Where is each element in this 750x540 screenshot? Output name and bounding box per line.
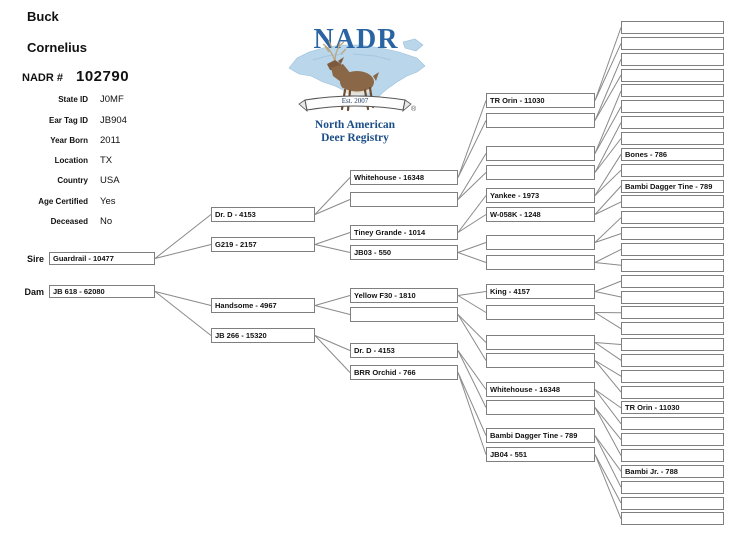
pedigree-node-gen5-26: [621, 433, 724, 447]
pedigree-node-gen4-0: TR Orin - 11030: [486, 93, 595, 108]
info-value-6: No: [100, 216, 113, 227]
pedigree-node-gen5-15: [621, 258, 724, 272]
logo-established: Est. 2007: [342, 97, 369, 105]
pedigree-node-gen4-15: JB04 - 551: [486, 447, 595, 462]
info-value-2: 2011: [100, 135, 121, 146]
pedigree-node-gen5-24: TR Orin - 11030: [621, 401, 724, 415]
pedigree-node-gen2-2: Handsome - 4967: [211, 298, 315, 313]
info-value-3: TX: [100, 155, 113, 166]
info-value-1: JB904: [100, 115, 127, 126]
pedigree-node-gen5-21: [621, 353, 724, 367]
pedigree-node-gen4-10: [486, 335, 595, 350]
pedigree-node-gen4-11: [486, 353, 595, 368]
pedigree-node-gen3-3: JB03 - 550: [350, 245, 458, 260]
pedigree-node-gen2-3: JB 266 - 15320: [211, 328, 315, 343]
pedigree-node-gen4-5: W-058K - 1248: [486, 207, 595, 222]
pedigree-node-gen5-31: [621, 512, 724, 526]
pedigree-node-gen5-28: Bambi Jr. - 788: [621, 464, 724, 478]
pedigree-node-gen4-12: Whitehouse - 16348: [486, 382, 595, 397]
pedigree-node-gen3-4: Yellow F30 - 1810: [350, 288, 458, 303]
pedigree-node-gen3-1: [350, 192, 458, 207]
pedigree-node-gen5-10: Bambi Dagger Tine - 789: [621, 179, 724, 193]
info-value-5: Yes: [100, 196, 116, 207]
pedigree-node-gen5-18: [621, 306, 724, 320]
pedigree-node-gen5-3: [621, 68, 724, 82]
pedigree-node-gen4-2: [486, 146, 595, 161]
logo-name-line2: Deer Registry: [321, 132, 389, 144]
pedigree-node-gen4-13: [486, 400, 595, 415]
pedigree-node-gen5-20: [621, 338, 724, 351]
info-label-2: Year Born: [50, 136, 88, 145]
pedigree-node-gen4-8: King - 4157: [486, 284, 595, 299]
pedigree-node-gen5-30: [621, 496, 724, 510]
logo-name-line1: North American: [315, 119, 396, 131]
pedigree-node-gen5-13: [621, 227, 724, 241]
pedigree-node-gen5-29: [621, 480, 724, 494]
est-ribbon: Est. 2007: [298, 95, 412, 113]
pedigree-node-gen5-8: Bones - 786: [621, 147, 724, 161]
info-label-5: Age Certified: [38, 197, 88, 206]
pedigree-node-gen4-14: Bambi Dagger Tine - 789: [486, 428, 595, 443]
pedigree-node-gen4-4: Yankee - 1973: [486, 188, 595, 203]
info-value-4: USA: [100, 175, 120, 186]
pedigree-node-gen5-6: [621, 116, 724, 130]
pedigree-tag-dam: Dam: [24, 287, 44, 297]
pedigree-node-gen4-9: [486, 305, 595, 320]
pedigree-node-gen1-1: JB 618 - 62080: [49, 285, 155, 298]
pedigree-node-gen5-23: [621, 385, 724, 399]
pedigree-node-gen4-1: [486, 113, 595, 128]
nadr-number-label: NADR #: [22, 72, 63, 84]
pedigree-node-gen3-2: Tiney Grande - 1014: [350, 225, 458, 240]
pedigree-node-gen5-14: [621, 242, 724, 256]
nadr-logo: NADR: [283, 12, 433, 144]
animal-species: Buck: [27, 9, 59, 24]
info-label-3: Location: [54, 156, 88, 165]
pedigree-node-gen4-3: [486, 165, 595, 180]
pedigree-node-gen5-12: [621, 211, 724, 225]
pedigree-node-gen5-0: [621, 21, 724, 34]
pedigree-node-gen4-7: [486, 255, 595, 270]
animal-name: Cornelius: [27, 40, 87, 55]
info-label-4: Country: [57, 176, 88, 185]
pedigree-node-gen2-1: G219 - 2157: [211, 237, 315, 252]
pedigree-node-gen3-6: Dr. D - 4153: [350, 343, 458, 358]
info-label-1: Ear Tag ID: [49, 116, 88, 125]
info-label-6: Deceased: [50, 217, 88, 226]
info-label-0: State ID: [58, 95, 88, 104]
pedigree-node-gen5-19: [621, 322, 724, 336]
pedigree-node-gen3-0: Whitehouse - 16348: [350, 170, 458, 185]
pedigree-node-gen5-5: [621, 100, 724, 114]
pedigree-node-gen5-16: [621, 274, 724, 288]
pedigree-node-gen3-5: [350, 307, 458, 322]
pedigree-node-gen2-0: Dr. D - 4153: [211, 207, 315, 222]
info-value-0: J0MF: [100, 94, 124, 105]
pedigree-node-gen4-6: [486, 235, 595, 250]
pedigree-node-gen5-4: [621, 84, 724, 98]
pedigree-node-gen5-1: [621, 36, 724, 50]
pedigree-node-gen5-27: [621, 449, 724, 462]
pedigree-node-gen5-9: [621, 163, 724, 177]
pedigree-node-gen5-22: [621, 369, 724, 383]
pedigree-node-gen1-0: Guardrail - 10477: [49, 252, 155, 265]
pedigree-node-gen5-2: [621, 52, 724, 66]
pedigree-tag-sire: Sire: [26, 254, 44, 264]
pedigree-node-gen5-25: [621, 417, 724, 431]
pedigree-node-gen5-17: [621, 290, 724, 304]
pedigree-node-gen5-11: [621, 195, 724, 209]
pedigree-node-gen3-7: BRR Orchid - 766: [350, 365, 458, 380]
nadr-number-value: 102790: [76, 68, 130, 85]
registered-trademark: ®: [411, 105, 417, 113]
pedigree-node-gen5-7: [621, 132, 724, 145]
